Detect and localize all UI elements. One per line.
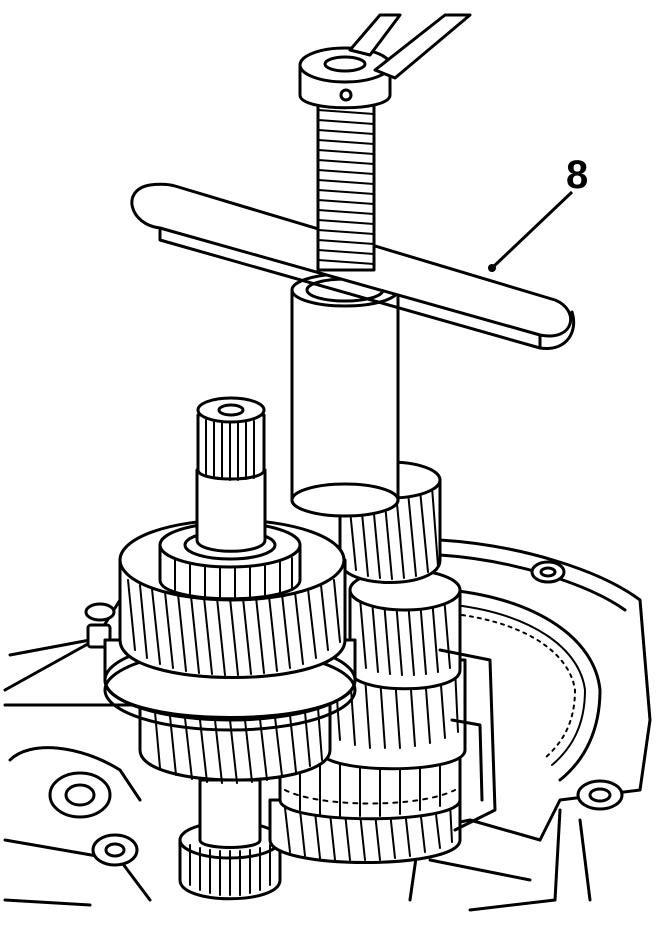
input-shaft-gear-assembly: [103, 396, 357, 784]
tool-handle: [348, 13, 472, 80]
threaded-bolt: [298, 46, 392, 272]
transmission-housing: [3, 538, 652, 912]
lower-shaft-gear: [178, 778, 282, 901]
callout-8-leader-dot: [488, 264, 496, 272]
callout-8-leader-line: [490, 190, 574, 270]
callout-8: 8: [488, 153, 588, 272]
press-tool-tube: [290, 272, 400, 518]
callout-8-label: 8: [566, 153, 588, 197]
